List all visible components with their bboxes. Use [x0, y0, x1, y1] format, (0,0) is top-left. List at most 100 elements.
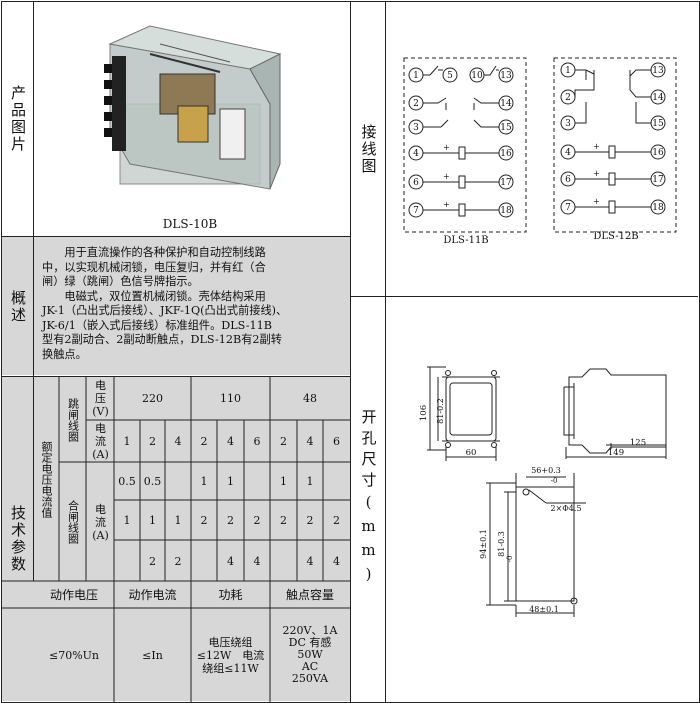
- close-cell: [244, 463, 270, 500]
- terminal-label: 15: [652, 119, 664, 129]
- trip-current-label: 电流(A): [92, 422, 109, 461]
- terminal-label: 16: [652, 148, 664, 158]
- terminal-circle: [498, 67, 514, 83]
- voltage-48: 48: [303, 392, 317, 405]
- svg-text:+: +: [443, 143, 450, 152]
- close-cell: 2: [306, 514, 314, 527]
- overview-text: 用于直流操作的各种保护和自动控制线路 中，以实现机械闭锁，电压复归，并有红（合 …: [42, 246, 288, 361]
- svg-text:+: +: [593, 142, 600, 151]
- dim-60: 60: [466, 448, 477, 458]
- header-action-voltage: 动作电压: [49, 587, 98, 602]
- close-cell: 4: [306, 554, 314, 568]
- dim-125: 125: [630, 438, 646, 448]
- close-cell: [270, 541, 297, 581]
- close-cell: [323, 463, 350, 500]
- right-label-divider: [385, 1, 386, 702]
- terminal-label: 7: [565, 203, 571, 213]
- terminal-label: 2: [565, 93, 571, 103]
- header-contact: 触点容量: [285, 587, 334, 602]
- trip-current-cell: 6: [253, 435, 261, 448]
- dim-hole: 2×Φ4.5: [550, 504, 581, 513]
- terminal-label: 6: [413, 178, 419, 188]
- close-cell: [191, 541, 217, 581]
- terminal-label: 17: [652, 175, 664, 185]
- close-cell: 0.5: [118, 475, 136, 488]
- terminal-label: 2: [413, 99, 419, 109]
- relay-product-image: [104, 25, 282, 190]
- terminal-label: 3: [413, 123, 419, 133]
- wiring-diagrams: 1 5 10 13 2 14 3 15 4 16 6 17 7 18 1 13 …: [403, 57, 677, 246]
- left-label-divider: [33, 1, 34, 581]
- terminal-label: 16: [500, 149, 512, 159]
- rated-label: 额定电压电流值: [40, 440, 53, 518]
- dim-56-lower: -0: [551, 477, 558, 485]
- dim-81-cutout-lower: -0: [506, 556, 514, 563]
- close-cell: 2: [227, 514, 234, 527]
- close-cell: [114, 541, 140, 581]
- terminal-label: 6: [565, 175, 571, 185]
- close-cell: [165, 463, 191, 500]
- close-coil-label: 合闸线圈: [66, 500, 80, 544]
- voltage-label: 电压(V): [92, 379, 109, 418]
- header-action-current: 动作电流: [128, 587, 177, 602]
- header-power: 功耗: [218, 587, 243, 602]
- diagram-12b-label: DLS-12B: [593, 231, 638, 242]
- close-cell: 1: [149, 514, 156, 527]
- action-voltage-value: ≤70%Un: [48, 648, 100, 662]
- terminal-label: 7: [413, 206, 419, 216]
- trip-current-cell: 4: [174, 435, 182, 448]
- svg-text:+: +: [593, 169, 600, 178]
- close-cell: 1: [174, 514, 182, 527]
- cutout-section-label: 开孔尺寸(mm): [359, 409, 378, 589]
- terminal-label: 3: [565, 119, 571, 129]
- close-cell: 1: [280, 475, 287, 488]
- trip-current-cell: 2: [149, 435, 156, 448]
- col-divider: [350, 1, 351, 702]
- terminal-label: 4: [565, 148, 571, 158]
- row-divider-2: [1, 376, 350, 377]
- dim-48: 48±0.1: [529, 605, 559, 614]
- row-divider-1: [1, 236, 350, 237]
- close-cell: 1: [227, 475, 234, 488]
- close-cell: 2: [200, 514, 208, 527]
- dim-56: 56+0.3: [531, 466, 561, 475]
- terminal-label: 14: [500, 99, 512, 109]
- trip-current-cell: 1: [123, 435, 131, 448]
- trip-coil-label: 跳闸线圈: [66, 397, 80, 442]
- terminal-label: 1: [565, 66, 571, 76]
- close-cell: 2: [174, 554, 182, 568]
- close-cell: 2: [253, 514, 261, 527]
- right-row-divider: [350, 296, 698, 297]
- terminal-label: 13: [500, 71, 512, 81]
- trip-current-cell: 2: [280, 435, 287, 448]
- terminal-label: 18: [500, 206, 512, 216]
- dim-149: 149: [608, 448, 624, 458]
- overview-bg: [2, 237, 350, 375]
- close-cell: 0.5: [143, 475, 162, 488]
- terminal-label: 10: [471, 71, 483, 81]
- dim-81-cutout: 81-0.3: [497, 531, 506, 557]
- dim-106: 106: [419, 405, 429, 421]
- svg-text:+: +: [443, 172, 450, 181]
- svg-text:+: +: [443, 200, 450, 209]
- overview-section-label: 概述: [9, 289, 27, 324]
- terminal-label: 5: [447, 71, 453, 81]
- dim-81-front: 81-0.2: [436, 398, 445, 424]
- tech-bg: [2, 377, 350, 701]
- wiring-section-label: 接线图: [359, 123, 378, 175]
- terminal-label: 13: [652, 66, 664, 76]
- voltage-220: 220: [142, 392, 163, 405]
- trip-current-cell: 6: [333, 435, 340, 448]
- terminal-label: 15: [500, 123, 512, 133]
- close-cell: 4: [333, 554, 340, 568]
- close-cell: 4: [227, 554, 234, 568]
- power-value: 电压绕组≤12W 电流绕组≤11W: [196, 635, 265, 675]
- product-section-label: 产品图片: [9, 85, 27, 153]
- terminal-label: 18: [652, 203, 664, 213]
- diagram-11b-label: DLS-11B: [443, 235, 488, 246]
- close-cell: 1: [123, 514, 131, 527]
- close-cell: 2: [149, 554, 156, 568]
- trip-current-cell: 2: [200, 435, 208, 448]
- voltage-110: 110: [220, 392, 241, 405]
